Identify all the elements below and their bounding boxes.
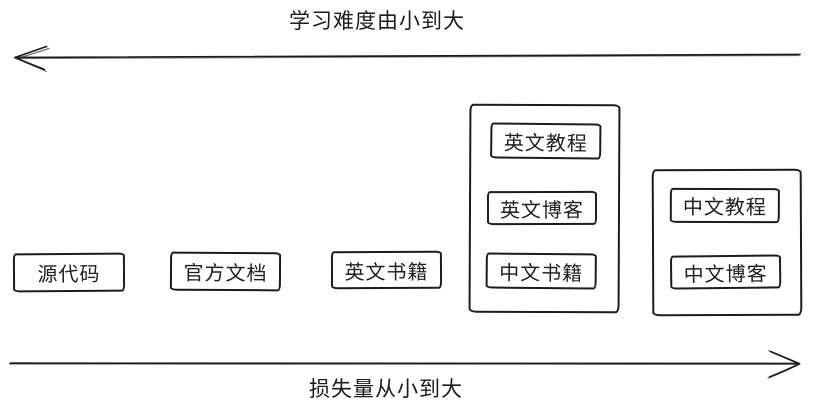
box-english-blogs: 英文博客: [486, 190, 598, 226]
right-arrow-icon: [9, 349, 801, 379]
box-english-books: 英文书籍: [330, 250, 443, 290]
group-chinese-resources: 中文教程 中文博客: [651, 168, 803, 317]
box-chinese-tutorials: 中文教程: [669, 187, 780, 224]
box-source-code: 源代码: [12, 252, 126, 293]
top-axis-label: 学习难度由小到大: [289, 10, 465, 33]
box-official-docs: 官方文档: [169, 251, 282, 292]
box-english-tutorials: 英文教程: [490, 122, 602, 160]
left-arrow-icon: [14, 45, 801, 73]
box-chinese-books: 中文书籍: [485, 252, 597, 290]
group-english-resources: 英文教程 英文博客 中文书籍: [468, 103, 621, 314]
box-chinese-blogs: 中文博客: [669, 254, 782, 290]
bottom-axis-label: 损失量从小到大: [309, 378, 463, 401]
